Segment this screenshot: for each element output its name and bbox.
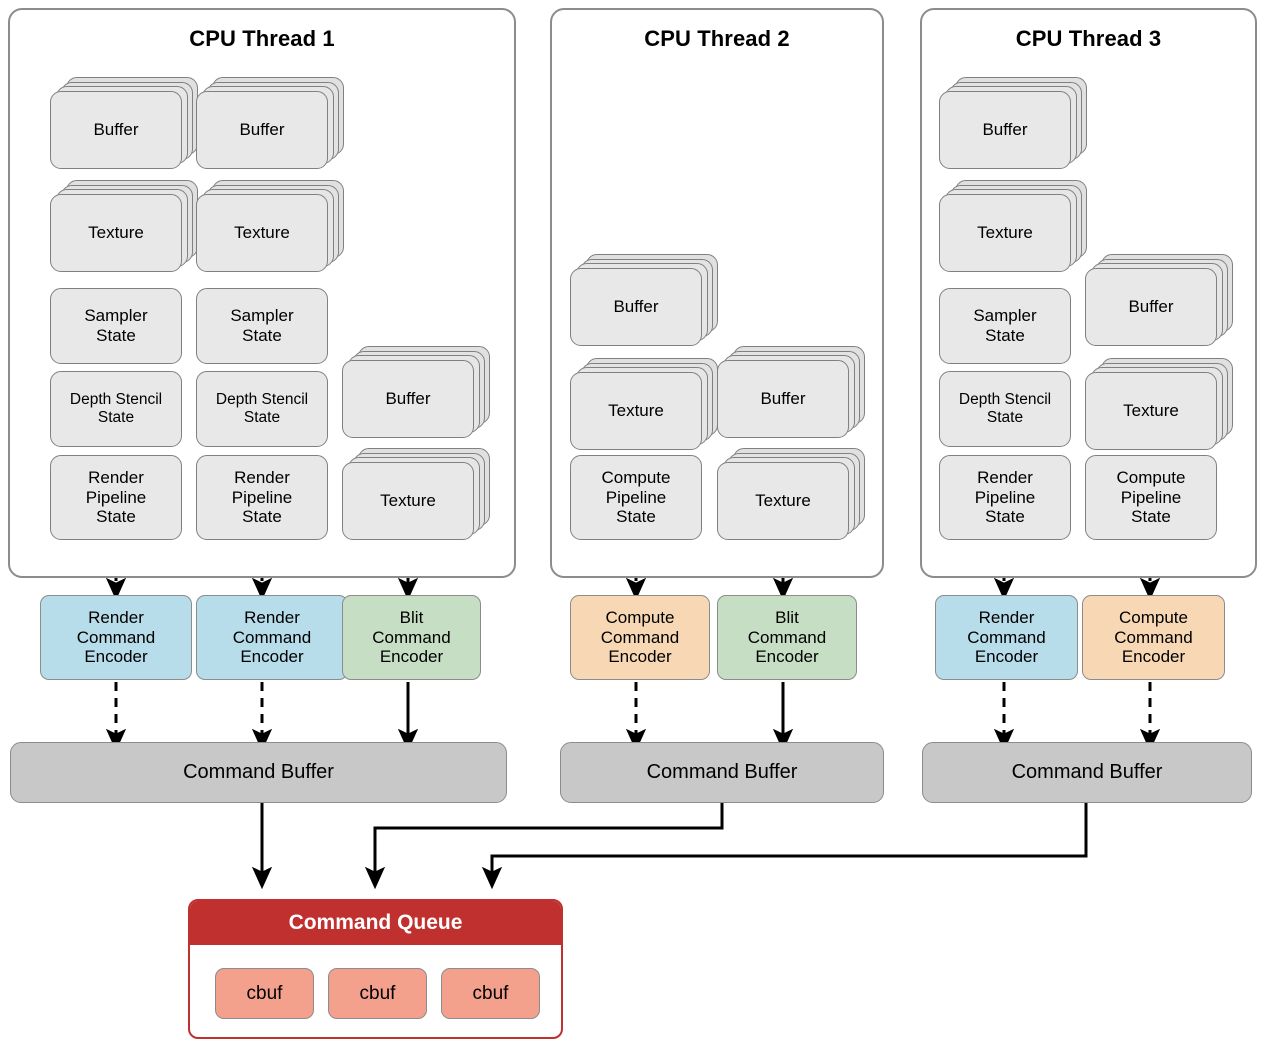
resource-render-pipeline-state: Render Pipeline State (939, 455, 1071, 540)
cbuf-item[interactable]: cbuf (328, 968, 427, 1019)
card-front (570, 372, 702, 450)
thread-title: CPU Thread 2 (644, 26, 790, 51)
resource-stack-texture: Texture (570, 358, 718, 450)
resource-label: Texture (380, 491, 436, 511)
resource-render-pipeline-state: Render Pipeline State (50, 455, 182, 540)
resource-label: Sampler State (973, 306, 1037, 345)
resource-sampler-state: Sampler State (939, 288, 1071, 364)
card-front (50, 91, 182, 169)
blit-command-encoder[interactable]: Blit Command Encoder (342, 595, 481, 680)
resource-label: Buffer (1128, 297, 1174, 317)
resource-label: Buffer (239, 120, 285, 140)
card-front (50, 194, 182, 272)
command-queue-body: cbuf cbuf cbuf (190, 945, 561, 1037)
card-front (570, 268, 702, 346)
resource-stack-buffer: Buffer (50, 77, 198, 169)
card-front (939, 194, 1071, 272)
blit-command-encoder[interactable]: Blit Command Encoder (717, 595, 857, 680)
resource-label: Buffer (760, 389, 806, 409)
resource-label: Texture (755, 491, 811, 511)
resource-depth-stencil-state: Depth Stencil State (939, 371, 1071, 447)
card-front (1085, 455, 1217, 540)
compute-command-encoder[interactable]: Compute Command Encoder (570, 595, 710, 680)
resource-sampler-state: Sampler State (50, 288, 182, 364)
resource-compute-pipeline-state: Compute Pipeline State (1085, 455, 1217, 540)
card-front (1085, 372, 1217, 450)
resource-stack-buffer: Buffer (570, 254, 718, 346)
resource-label: Sampler State (84, 306, 148, 345)
command-queue-title: Command Queue (190, 901, 561, 945)
card-front (1085, 268, 1217, 346)
resource-depth-stencil-state: Depth Stencil State (50, 371, 182, 447)
card-front (196, 91, 328, 169)
card-front (939, 371, 1071, 447)
resource-stack-texture: Texture (196, 180, 344, 272)
resource-render-pipeline-state: Render Pipeline State (196, 455, 328, 540)
resource-stack-texture: Texture (1085, 358, 1233, 450)
card-front (717, 462, 849, 540)
resource-stack-buffer: Buffer (1085, 254, 1233, 346)
resource-label: Texture (234, 223, 290, 243)
compute-command-encoder[interactable]: Compute Command Encoder (1082, 595, 1225, 680)
card-front (196, 371, 328, 447)
resource-stack-texture: Texture (50, 180, 198, 272)
thread-title: CPU Thread 1 (189, 26, 335, 51)
command-buffer-2[interactable]: Command Buffer (560, 742, 884, 803)
card-front (342, 360, 474, 438)
card-front (196, 455, 328, 540)
command-queue[interactable]: Command Queue cbuf cbuf cbuf (188, 899, 563, 1039)
render-command-encoder[interactable]: Render Command Encoder (935, 595, 1078, 680)
resource-label: Compute Pipeline State (1116, 468, 1186, 527)
card-front (196, 288, 328, 364)
card-front (939, 455, 1071, 540)
resource-stack-texture: Texture (342, 448, 490, 540)
resource-stack-buffer: Buffer (939, 77, 1087, 169)
command-buffer-3[interactable]: Command Buffer (922, 742, 1252, 803)
resource-depth-stencil-state: Depth Stencil State (196, 371, 328, 447)
resource-label: Depth Stencil State (69, 391, 163, 426)
cbuf-item[interactable]: cbuf (441, 968, 540, 1019)
render-command-encoder[interactable]: Render Command Encoder (196, 595, 348, 680)
resource-stack-buffer: Buffer (342, 346, 490, 438)
cbuf-item[interactable]: cbuf (215, 968, 314, 1019)
card-front (50, 455, 182, 540)
resource-label: Depth Stencil State (958, 391, 1052, 426)
resource-stack-buffer: Buffer (717, 346, 865, 438)
resource-compute-pipeline-state: Compute Pipeline State (570, 455, 702, 540)
resource-label: Texture (88, 223, 144, 243)
command-buffer-1[interactable]: Command Buffer (10, 742, 507, 803)
card-front (939, 91, 1071, 169)
resource-label: Buffer (982, 120, 1028, 140)
resource-label: Render Pipeline State (974, 468, 1036, 527)
resource-label: Render Pipeline State (85, 468, 147, 527)
card-front (939, 288, 1071, 364)
thread-title: CPU Thread 3 (1015, 26, 1162, 51)
resource-label: Depth Stencil State (215, 391, 309, 426)
resource-label: Sampler State (230, 306, 294, 345)
card-front (196, 194, 328, 272)
resource-label: Texture (1123, 401, 1179, 421)
render-command-encoder[interactable]: Render Command Encoder (40, 595, 192, 680)
card-front (570, 455, 702, 540)
card-front (50, 288, 182, 364)
card-front (717, 360, 849, 438)
resource-label: Texture (608, 401, 664, 421)
resource-sampler-state: Sampler State (196, 288, 328, 364)
resource-label: Texture (977, 223, 1033, 243)
resource-label: Buffer (93, 120, 139, 140)
resource-label: Buffer (385, 389, 431, 409)
resource-label: Buffer (613, 297, 659, 317)
resource-stack-buffer: Buffer (196, 77, 344, 169)
card-front (50, 371, 182, 447)
card-front (342, 462, 474, 540)
resource-stack-texture: Texture (717, 448, 865, 540)
resource-label: Compute Pipeline State (601, 468, 671, 527)
resource-stack-texture: Texture (939, 180, 1087, 272)
resource-label: Render Pipeline State (231, 468, 293, 527)
